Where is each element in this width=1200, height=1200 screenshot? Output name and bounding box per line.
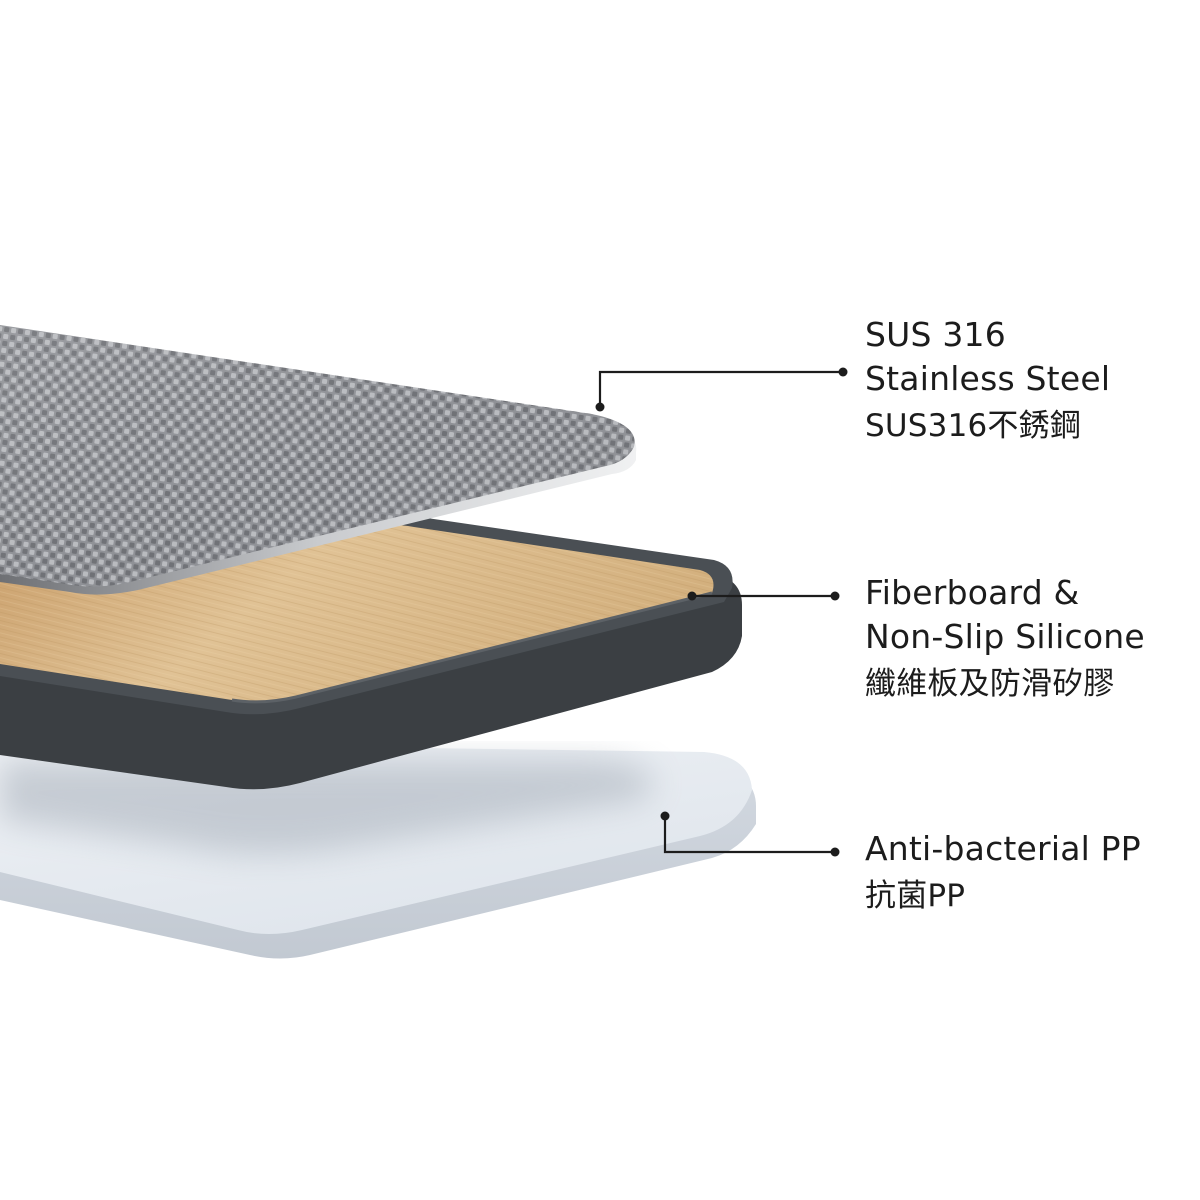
steel-name-zh: SUS316不銹鋼 [865, 408, 1082, 444]
callout-steel-dot-start [595, 402, 605, 412]
label-steel: SUS 316 Stainless Steel SUS316不銹鋼 [865, 313, 1110, 451]
callout-steel-dot-end [838, 367, 848, 377]
fiberboard-name-line1: Fiberboard & [865, 573, 1080, 612]
label-pp: Anti-bacterial PP 抗菌PP [865, 827, 1141, 921]
callout-fiberboard-dot-end [830, 591, 840, 601]
fiberboard-name-zh: 纖維板及防滑矽膠 [865, 666, 1115, 702]
callout-pp [663, 816, 835, 854]
steel-layer [0, 325, 637, 595]
pp-name-line1: Anti-bacterial PP [865, 829, 1141, 868]
callout-pp-dot-start [660, 811, 670, 821]
pp-name-zh: 抗菌PP [865, 878, 966, 914]
fiberboard-name-line2: Non-Slip Silicone [865, 617, 1145, 656]
steel-name-line1: SUS 316 [865, 315, 1006, 354]
callout-steel [598, 370, 840, 407]
shadow [0, 760, 654, 854]
callout-fiberboard-dot-start [687, 591, 697, 601]
steel-name-line2: Stainless Steel [865, 359, 1111, 398]
label-fiberboard: Fiberboard & Non-Slip Silicone 纖維板及防滑矽膠 [865, 571, 1145, 709]
callout-pp-dot-end [830, 847, 840, 857]
